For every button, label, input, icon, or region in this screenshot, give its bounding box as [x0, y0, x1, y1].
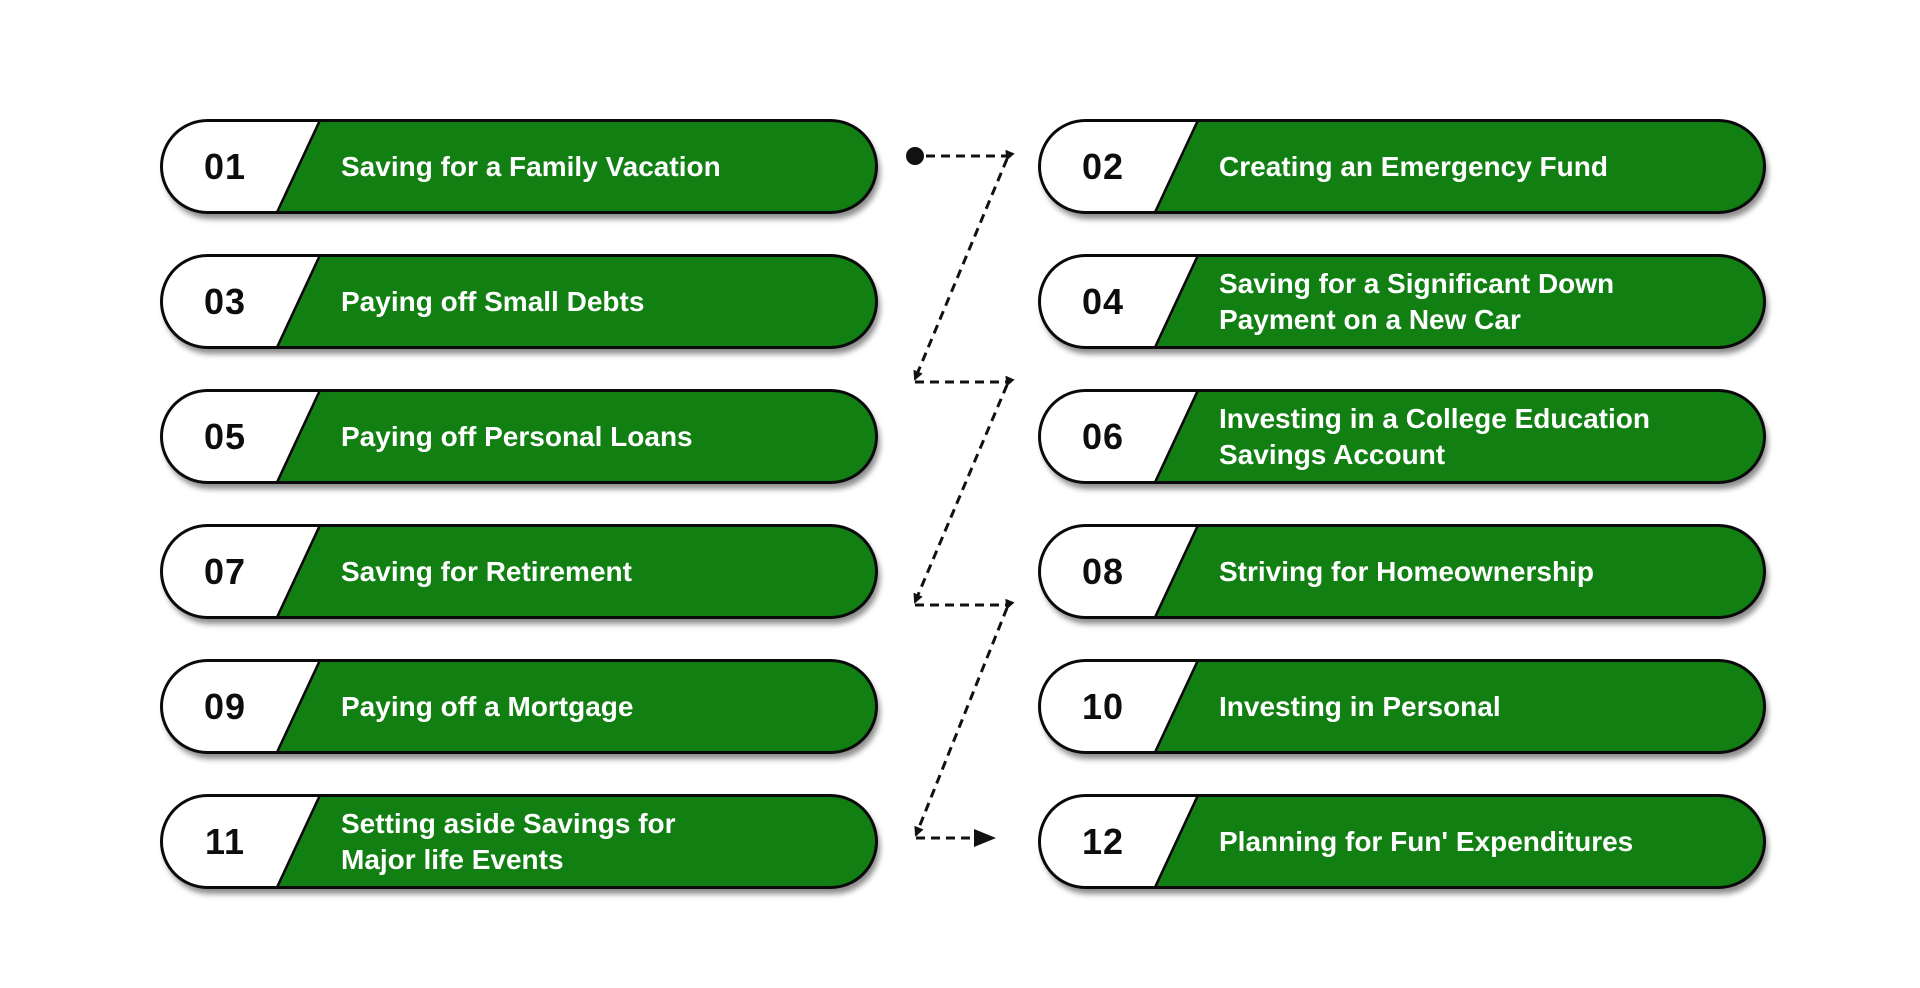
item-label-line1: Investing in a College Education [1219, 402, 1650, 434]
item-label-line1: Creating an Emergency Fund [1219, 150, 1608, 182]
item-label: Paying off Personal Loans [341, 392, 857, 481]
item-label-line1: Investing in Personal [1219, 690, 1501, 722]
item-label: Paying off a Mortgage [341, 662, 857, 751]
item-number: 09 [203, 685, 247, 727]
connector-segment [913, 149, 1015, 381]
list-item-12: 12 Planning for Fun' Expenditures [1038, 794, 1766, 889]
item-label-line1: Setting aside Savings for [341, 807, 676, 839]
item-label: Investing in Personal [1219, 662, 1745, 751]
item-number: 07 [203, 550, 247, 592]
item-number: 12 [1081, 820, 1125, 862]
item-number: 11 [204, 820, 246, 862]
list-item-08: 08 Striving for Homeownership [1038, 524, 1766, 619]
list-item-05: 05 Paying off Personal Loans [160, 389, 878, 484]
list-item-07: 07 Saving for Retirement [160, 524, 878, 619]
item-label-line1: Paying off Personal Loans [341, 420, 693, 452]
item-label-line1: Paying off Small Debts [341, 285, 645, 317]
item-number: 05 [203, 415, 247, 457]
item-label: Investing in a College Education Savings… [1219, 392, 1745, 481]
item-number: 10 [1081, 685, 1125, 727]
item-label: Planning for Fun' Expenditures [1219, 797, 1745, 886]
item-label-line1: Saving for a Significant Down [1219, 267, 1615, 299]
item-label: Saving for a Family Vacation [341, 122, 857, 211]
item-label: Striving for Homeownership [1219, 527, 1745, 616]
list-item-02: 02 Creating an Emergency Fund [1038, 119, 1766, 214]
item-number: 02 [1081, 145, 1125, 187]
item-number: 01 [203, 145, 247, 187]
item-label: Saving for Retirement [341, 527, 857, 616]
item-label-line1: Paying off a Mortgage [341, 690, 634, 722]
item-label-line2: Payment on a New Car [1219, 303, 1521, 335]
item-label: Paying off Small Debts [341, 257, 857, 346]
item-label: Setting aside Savings for Major life Eve… [341, 797, 857, 886]
item-label-line1: Planning for Fun' Expenditures [1219, 825, 1634, 857]
list-item-04: 04 Saving for a Significant Down Payment… [1038, 254, 1766, 349]
item-number: 04 [1081, 280, 1125, 322]
list-item-09: 09 Paying off a Mortgage [160, 659, 878, 754]
item-label-line2: Savings Account [1219, 438, 1446, 470]
list-item-06: 06 Investing in a College Education Savi… [1038, 389, 1766, 484]
item-number: 03 [203, 280, 247, 322]
item-label: Creating an Emergency Fund [1219, 122, 1745, 211]
connector-segment [913, 375, 1015, 604]
connector-segment [914, 598, 1015, 837]
item-number: 08 [1081, 550, 1125, 592]
start-dot-icon [906, 147, 924, 165]
item-label-line1: Saving for a Family Vacation [341, 150, 721, 182]
item-label-line2: Major life Events [341, 843, 564, 875]
list-item-11: 11 Setting aside Savings for Major life … [160, 794, 878, 889]
item-label: Saving for a Significant Down Payment on… [1219, 257, 1745, 346]
list-item-01: 01 Saving for a Family Vacation [160, 119, 878, 214]
list-item-10: 10 Investing in Personal [1038, 659, 1766, 754]
list-item-03: 03 Paying off Small Debts [160, 254, 878, 349]
item-number: 06 [1081, 415, 1125, 457]
item-label-line1: Striving for Homeownership [1219, 555, 1594, 587]
item-label-line1: Saving for Retirement [341, 555, 632, 587]
